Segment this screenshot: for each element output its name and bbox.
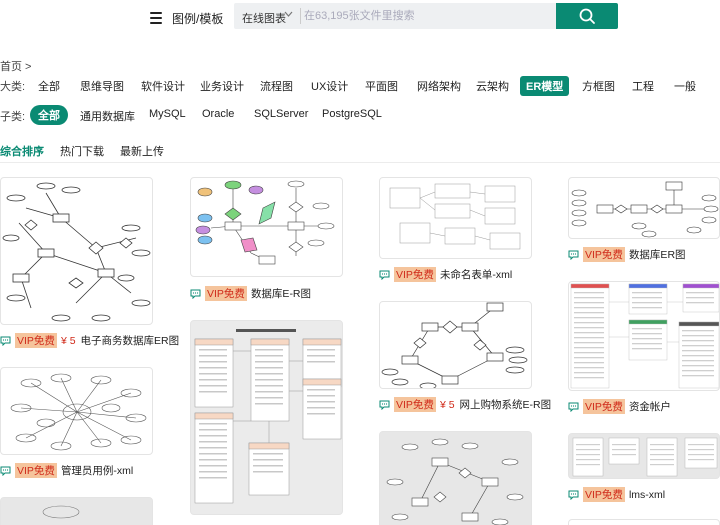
vip-badge: VIP免费 [15, 463, 57, 478]
card-thumbnail[interactable] [379, 177, 532, 259]
category-block-diagram[interactable]: 方框图 [582, 81, 615, 93]
subcategory-oracle[interactable]: Oracle [202, 108, 235, 120]
subcategory-postgresql[interactable]: PostgreSQL [322, 108, 382, 120]
subcategory-mysql[interactable]: MySQL [149, 108, 186, 120]
category-ux-design[interactable]: UX设计 [311, 81, 349, 93]
category-cloud[interactable]: 云架构 [476, 81, 509, 93]
card-title[interactable]: 电子商务数据库ER图 [80, 335, 180, 347]
search-button[interactable] [556, 3, 618, 29]
card-thumbnail[interactable] [190, 320, 343, 515]
card-title[interactable]: lms-xml [628, 488, 666, 501]
category-business-design[interactable]: 业务设计 [200, 81, 244, 93]
card-thumbnail[interactable] [190, 177, 343, 277]
vip-badge: VIP免费 [583, 399, 625, 414]
menu-label[interactable]: 图例/模板 [172, 12, 224, 26]
search-divider [300, 8, 301, 24]
card-caption[interactable]: VIP免费 ¥ 5 网上购物系统E-R图 [379, 397, 551, 412]
card-title[interactable]: 管理员用例-xml [60, 465, 134, 477]
card-title[interactable]: 数据库ER图 [628, 249, 686, 261]
search-icon [579, 8, 595, 24]
vip-badge: VIP免费 [583, 487, 625, 502]
category-engineering[interactable]: 工程 [632, 81, 654, 93]
card-thumbnail[interactable] [568, 281, 720, 391]
subcategory-all[interactable]: 全部 [30, 105, 68, 125]
chat-icon [379, 400, 390, 410]
category-general[interactable]: 一般 [674, 81, 696, 93]
search-box: 在线图表 [234, 3, 556, 29]
chat-icon [379, 270, 390, 280]
subcategory-generic-db[interactable]: 通用数据库 [80, 111, 135, 123]
card-price: ¥ 5 [60, 334, 76, 347]
subcategory-sqlserver[interactable]: SQLServer [254, 108, 309, 120]
card-caption[interactable]: VIP免费 数据库E-R图 [190, 286, 311, 301]
card-caption[interactable]: VIP免费 ¥ 5 电子商务数据库ER图 [0, 333, 179, 348]
card-thumbnail[interactable] [568, 433, 720, 479]
category-label: 大类: [0, 81, 26, 93]
subcategory-label: 子类: [0, 111, 26, 123]
search-input[interactable] [304, 7, 549, 25]
vip-badge: VIP免费 [394, 397, 436, 412]
card-caption[interactable]: VIP免费 资金帐户 [568, 399, 671, 414]
chat-icon [190, 289, 201, 299]
category-floorplan[interactable]: 平面图 [365, 81, 398, 93]
sort-tab-newest[interactable]: 最新上传 [120, 146, 164, 158]
category-network[interactable]: 网络架构 [417, 81, 461, 93]
card-title[interactable]: 未命名表单-xml [439, 269, 513, 281]
card-thumbnail[interactable] [568, 177, 720, 239]
category-er-model[interactable]: ER模型 [520, 76, 570, 96]
breadcrumb[interactable]: 首页 > [0, 61, 32, 73]
chevron-down-icon[interactable] [284, 7, 293, 23]
category-flowchart[interactable]: 流程图 [260, 81, 293, 93]
card-thumbnail[interactable] [0, 177, 153, 325]
card-thumbnail[interactable] [568, 519, 720, 525]
card-thumbnail[interactable] [379, 431, 532, 525]
card-price: ¥ 5 [439, 398, 455, 411]
divider [0, 162, 720, 163]
card-title[interactable]: 网上购物系统E-R图 [459, 399, 552, 411]
search-type-select[interactable]: 在线图表 [242, 13, 286, 25]
menu-icon[interactable] [150, 9, 162, 24]
card-title[interactable]: 数据库E-R图 [250, 288, 312, 300]
sort-tab-comprehensive[interactable]: 综合排序 [0, 146, 44, 158]
chat-icon [568, 490, 579, 500]
vip-badge: VIP免费 [15, 333, 57, 348]
card-thumbnail[interactable] [0, 367, 153, 455]
chat-icon [568, 402, 579, 412]
card-thumbnail[interactable] [379, 301, 532, 389]
sort-tab-popular[interactable]: 热门下载 [60, 146, 104, 158]
category-mindmap[interactable]: 思维导图 [80, 81, 124, 93]
top-bar: 图例/模板 在线图表 [0, 0, 720, 34]
vip-badge: VIP免费 [583, 247, 625, 262]
card-thumbnail[interactable] [0, 497, 153, 525]
chat-icon [568, 250, 579, 260]
category-all[interactable]: 全部 [38, 81, 60, 93]
vip-badge: VIP免费 [394, 267, 436, 282]
category-software-design[interactable]: 软件设计 [141, 81, 185, 93]
chat-icon [0, 466, 11, 476]
vip-badge: VIP免费 [205, 286, 247, 301]
card-title[interactable]: 资金帐户 [628, 401, 671, 413]
card-caption[interactable]: VIP免费 管理员用例-xml [0, 463, 133, 478]
card-caption[interactable]: VIP免费 数据库ER图 [568, 247, 686, 262]
card-caption[interactable]: VIP免费 lms-xml [568, 487, 665, 502]
chat-icon [0, 336, 11, 346]
card-caption[interactable]: VIP免费 未命名表单-xml [379, 267, 512, 282]
